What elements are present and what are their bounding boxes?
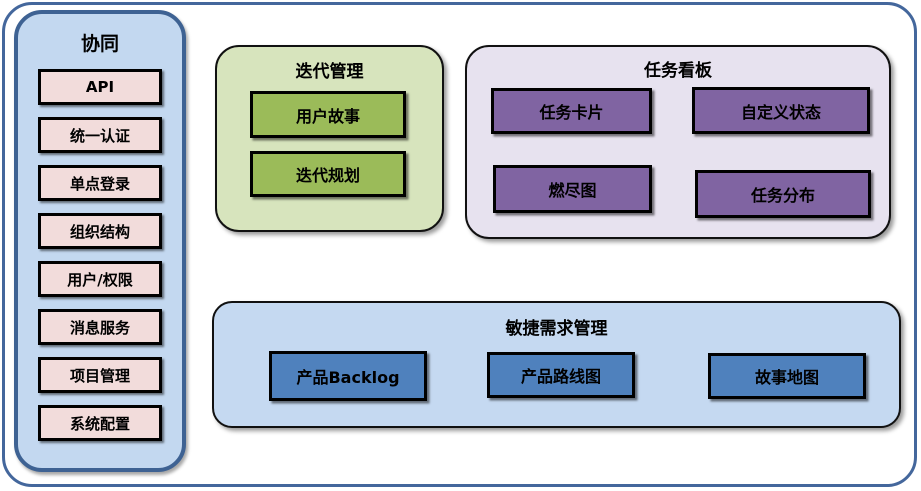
sidebar-item-sso: 单点登录 [38,165,162,201]
chip-task-distribution: 任务分布 [695,170,871,218]
sidebar-item-unified-auth: 统一认证 [38,117,162,153]
chip-custom-status: 自定义状态 [692,87,870,134]
sidebar-title: 协同 [80,33,119,55]
sidebar-item-user-permission: 用户/权限 [38,261,162,297]
chip-story-map: 故事地图 [708,353,866,399]
group-agile-title: 敏捷需求管理 [505,319,608,339]
group-taskboard-title: 任务看板 [644,61,712,81]
sidebar-item-project-management: 项目管理 [38,357,162,393]
group-agile-requirements: 敏捷需求管理 产品Backlog 产品路线图 故事地图 [212,301,901,428]
chip-user-story: 用户故事 [250,91,406,138]
sidebar-item-org-structure: 组织结构 [38,213,162,249]
sidebar-collaboration: 协同 API 统一认证 单点登录 组织结构 用户/权限 消息服务 项目管理 系统… [14,10,186,472]
sidebar-item-api: API [38,69,162,105]
group-iteration-management: 迭代管理 用户故事 迭代规划 [215,45,444,232]
chip-burndown-chart: 燃尽图 [493,165,652,213]
sidebar-item-list: API 统一认证 单点登录 组织结构 用户/权限 消息服务 项目管理 系统配置 [18,69,182,441]
sidebar-item-message-service: 消息服务 [38,309,162,345]
sidebar-item-system-config: 系统配置 [38,405,162,441]
chip-iteration-planning: 迭代规划 [250,151,406,197]
group-iteration-title: 迭代管理 [295,62,364,82]
chip-task-card: 任务卡片 [491,88,652,134]
chip-product-roadmap: 产品路线图 [487,352,635,398]
group-task-board: 任务看板 任务卡片 自定义状态 燃尽图 任务分布 [465,45,891,239]
chip-product-backlog: 产品Backlog [269,351,427,401]
